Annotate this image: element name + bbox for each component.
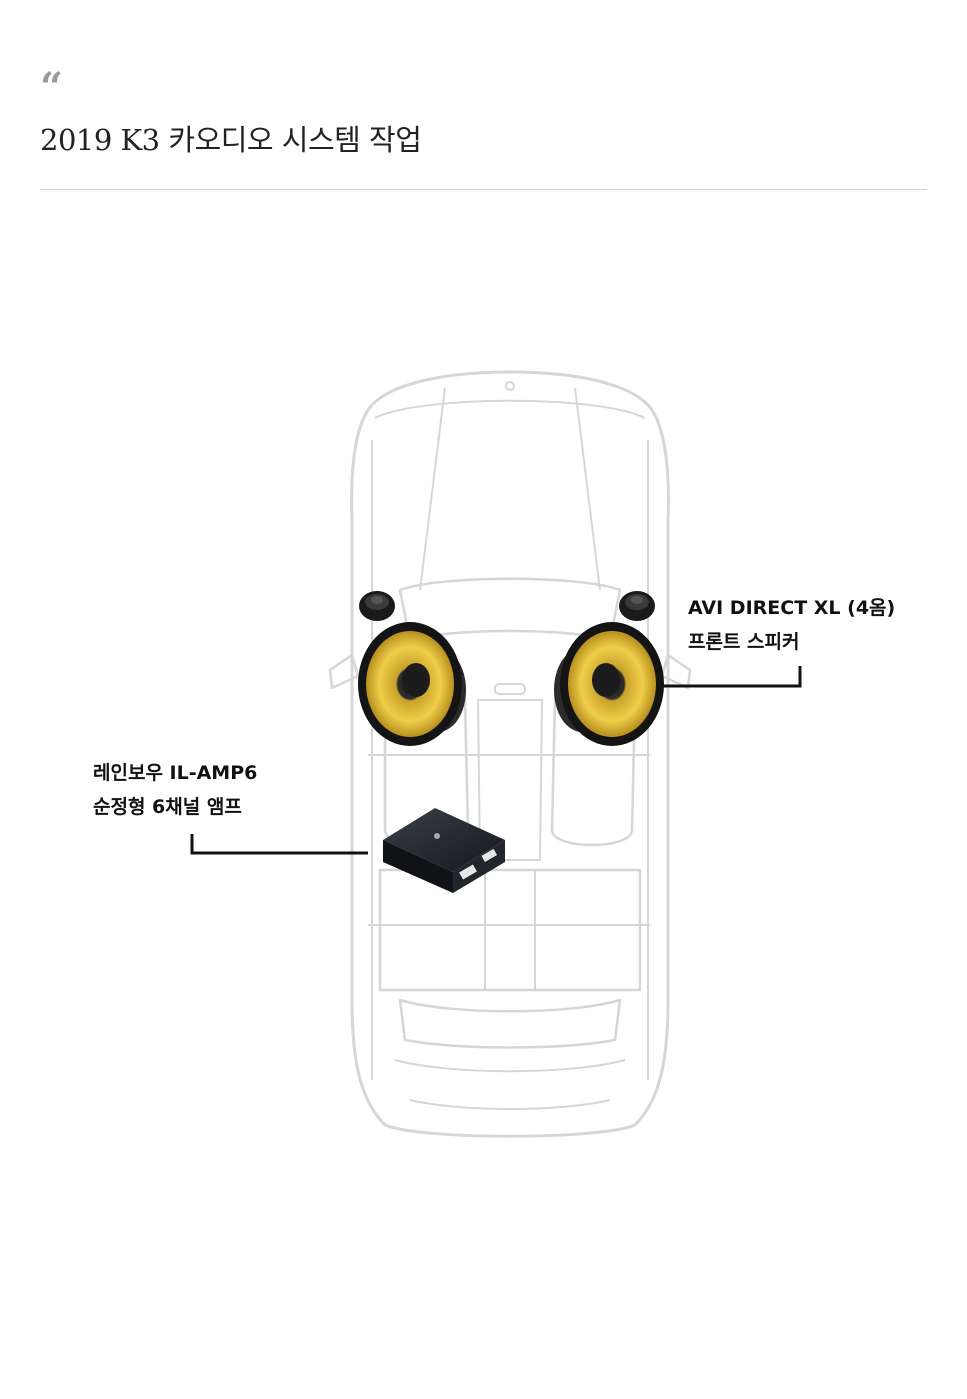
speaker-position-text: 프론트 스피커 [688, 631, 800, 653]
title-divider [40, 189, 927, 190]
callout-line-amp [190, 834, 368, 855]
woofer-right-icon [554, 622, 664, 746]
amp-callout-label: 레인보우 IL-AMP6 순정형 6채널 앰프 [93, 756, 257, 824]
speaker-model-text: AVI DIRECT XL (4옴) [688, 597, 896, 619]
speaker-callout-label: AVI DIRECT XL (4옴) 프론트 스피커 [688, 591, 895, 659]
page-title: 2019 K3 카오디오 시스템 작업 [40, 123, 422, 157]
amplifier-box-icon [383, 808, 505, 893]
woofer-left-icon [358, 622, 466, 746]
tweeter-left-icon [359, 591, 395, 621]
tweeter-right-icon [619, 591, 655, 621]
callout-line-speaker [662, 666, 802, 688]
car-top-view-illustration [328, 370, 692, 1138]
quote-mark-icon: “ [40, 64, 64, 111]
amp-description-text: 순정형 6채널 앰프 [93, 796, 242, 818]
amp-model-text: 레인보우 IL-AMP6 [93, 762, 258, 784]
